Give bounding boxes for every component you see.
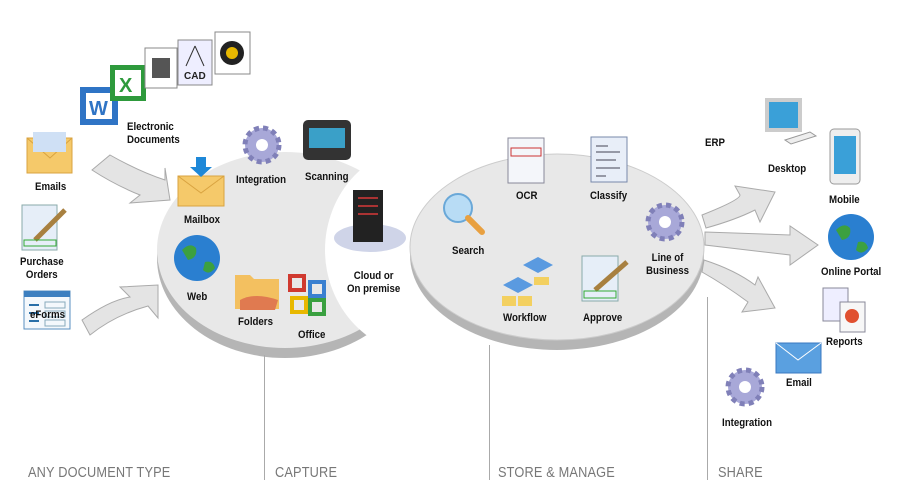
folder-icon <box>235 275 279 310</box>
reports-label: Reports <box>826 336 863 348</box>
arrow-share-mid <box>704 225 819 266</box>
server-cloud-icon <box>334 190 406 252</box>
mailbox-label: Mailbox <box>184 214 221 226</box>
workflow-label: Workflow <box>503 312 547 324</box>
ocr-label: OCR <box>516 190 538 202</box>
section-share: SHARE <box>718 464 763 481</box>
scanning-label: Scanning <box>305 171 349 183</box>
cad-file-icon: CAD <box>177 39 213 86</box>
office-label: Office <box>298 329 326 341</box>
scanner-icon <box>303 120 351 160</box>
store-disc <box>409 153 705 350</box>
emails-label: Emails <box>35 181 67 193</box>
office-logo-icon <box>288 274 326 316</box>
arrow-share-bottom <box>701 259 776 313</box>
globe-icon <box>174 235 220 281</box>
portal-globe-icon <box>828 214 874 260</box>
eform-icon <box>23 290 71 330</box>
divider-capture <box>264 355 265 480</box>
email-label: Email <box>786 377 812 389</box>
arrow-share-top <box>701 185 776 229</box>
workflow-icon <box>502 257 553 306</box>
arrow-emails <box>91 154 171 204</box>
arrow-eforms <box>81 284 159 336</box>
share-integration-gear-icon <box>725 367 765 407</box>
integration-label: Integration <box>236 174 287 186</box>
divider-share <box>707 297 708 480</box>
web-label: Web <box>187 291 208 303</box>
email-envelope-icon <box>775 342 822 374</box>
integration-gear-icon <box>242 125 282 165</box>
classify-label: Classify <box>590 190 628 202</box>
svg-text:W: W <box>89 98 108 120</box>
search-label: Search <box>452 245 485 257</box>
mobile-label: Mobile <box>829 194 860 206</box>
desktop-icon <box>765 98 818 145</box>
cad-label: CAD <box>184 71 206 82</box>
section-capture: CAPTURE <box>275 464 338 481</box>
ocr-document-icon <box>507 137 545 184</box>
folders-label: Folders <box>238 316 273 328</box>
reports-icon <box>822 287 866 333</box>
share-integration-label: Integration <box>722 417 773 429</box>
approve-label: Approve <box>583 312 623 324</box>
video-file-icon <box>144 47 178 89</box>
mailbox-icon <box>177 157 225 207</box>
desktop-label: Desktop <box>768 163 807 175</box>
purchase-order-icon <box>21 204 67 251</box>
line-of-business-gear-icon <box>645 202 685 242</box>
search-icon <box>443 193 485 235</box>
mobile-icon <box>829 128 861 185</box>
eforms-label: eForms <box>30 309 65 321</box>
audio-file-icon <box>214 31 251 75</box>
svg-text:X: X <box>119 75 133 97</box>
erp-label: ERP <box>705 137 725 149</box>
excel-icon: X <box>110 65 146 101</box>
section-store-manage: STORE & MANAGE <box>498 464 615 481</box>
approve-document-icon <box>581 255 629 302</box>
envelope-icon <box>26 132 73 174</box>
section-any-document-type: ANY DOCUMENT TYPE <box>28 464 171 481</box>
classify-document-icon <box>590 136 628 183</box>
divider-store <box>489 345 490 480</box>
online-portal-label: Online Portal <box>821 266 882 278</box>
